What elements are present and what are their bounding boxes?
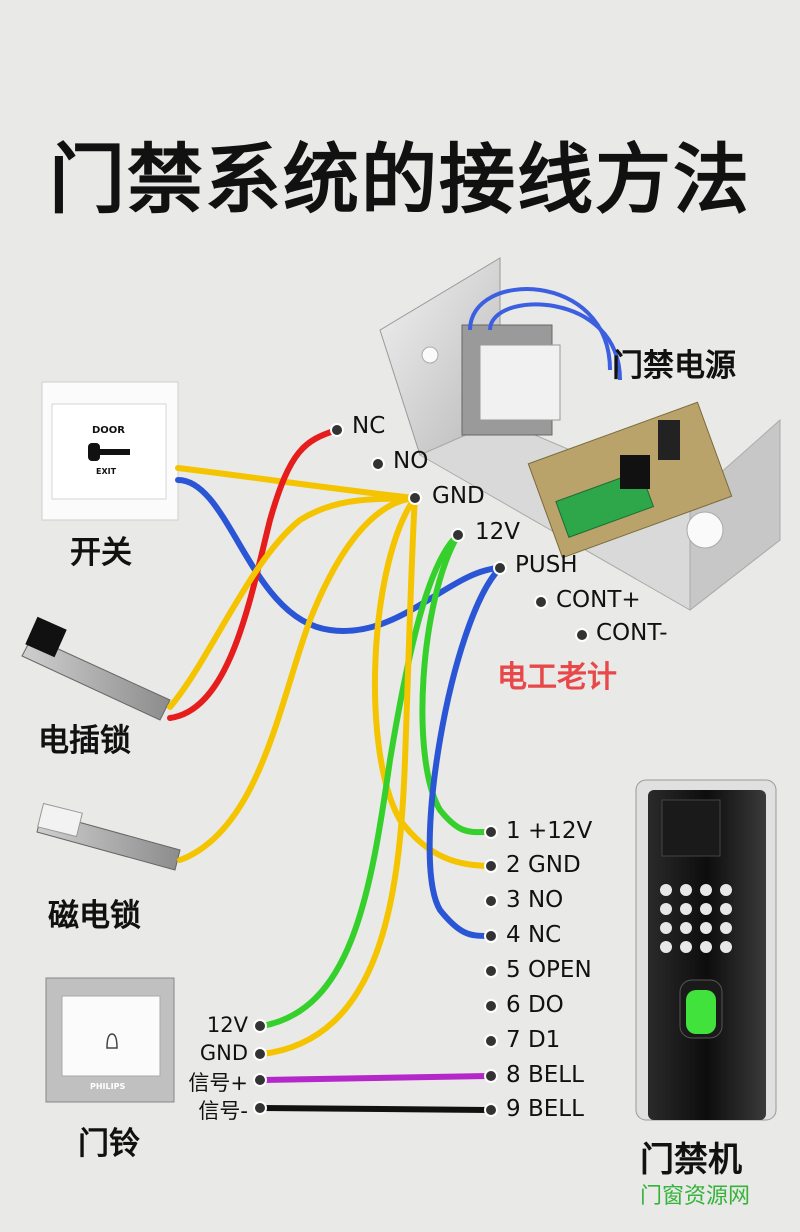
exit-switch-device xyxy=(41,381,179,521)
wire-push-pin4 xyxy=(426,565,503,939)
keypad-key xyxy=(720,903,732,915)
label-doorbell: 门铃 xyxy=(78,1126,140,1162)
dot-no xyxy=(371,457,385,471)
dot-pin4 xyxy=(484,929,498,943)
power-supply-device xyxy=(379,257,781,612)
term-no: NO xyxy=(393,448,429,474)
terminal-dots xyxy=(253,423,589,1117)
wire-bell-signal-plus xyxy=(259,1073,491,1083)
term-12v: 12V xyxy=(475,519,521,545)
dot-pin2 xyxy=(484,859,498,873)
bell-term-gnd: GND xyxy=(199,1041,248,1065)
label-magnetic-lock: 磁电锁 xyxy=(48,898,141,934)
dot-bell-sig-minus xyxy=(253,1101,267,1115)
switch-door-text: DOOR xyxy=(92,425,126,436)
keypad-key xyxy=(700,941,712,953)
pin-5: 5 OPEN xyxy=(506,957,592,983)
dot-pin5 xyxy=(484,964,498,978)
dot-gnd xyxy=(408,491,422,505)
dot-pin1 xyxy=(484,825,498,839)
label-access-controller: 门禁机 xyxy=(640,1140,742,1180)
bell-term-12v: 12V xyxy=(206,1013,248,1037)
label-electric-bolt: 电插锁 xyxy=(38,723,131,759)
pin-3: 3 NO xyxy=(506,887,564,913)
switch-exit-text: EXIT xyxy=(96,467,117,476)
wire-bolt-yellow xyxy=(167,495,418,710)
pin-9: 9 BELL xyxy=(506,1096,584,1122)
dot-pin7 xyxy=(484,1034,498,1048)
dot-bell-12v xyxy=(253,1019,267,1033)
dot-nc xyxy=(330,423,344,437)
wire-switch-blue xyxy=(175,477,503,634)
wire-bell-12v xyxy=(259,532,461,1029)
wire-switch-yellow xyxy=(175,465,418,501)
pin-2: 2 GND xyxy=(506,852,581,878)
doorbell-device xyxy=(45,977,175,1103)
term-gnd: GND xyxy=(432,483,485,509)
dot-pin8 xyxy=(484,1069,498,1083)
keypad-key xyxy=(680,884,692,896)
pin-6: 6 DO xyxy=(506,992,564,1018)
bell-term-signal-minus: 信号- xyxy=(198,1099,248,1123)
wire-maglock-yellow xyxy=(177,495,418,863)
keypad-key xyxy=(700,884,712,896)
magnetic-lock-device xyxy=(36,802,181,871)
pin-1: 1 +12V xyxy=(506,818,593,844)
label-power-supply: 门禁电源 xyxy=(612,348,736,384)
dot-pin3 xyxy=(484,894,498,908)
author-watermark: 电工老计 xyxy=(497,660,617,695)
keypad-key xyxy=(680,903,692,915)
dot-pin6 xyxy=(484,999,498,1013)
wire-bolt-red xyxy=(167,427,340,721)
wire-bell-gnd xyxy=(259,495,418,1057)
keypad-key xyxy=(720,941,732,953)
keypad-key xyxy=(700,922,712,934)
keypad-key xyxy=(680,941,692,953)
pin-7: 7 D1 xyxy=(506,1027,561,1053)
term-cont-plus: CONT+ xyxy=(556,587,641,613)
term-nc: NC xyxy=(352,413,386,439)
keypad-key xyxy=(660,884,672,896)
keypad-key xyxy=(700,903,712,915)
label-switch: 开关 xyxy=(70,535,132,571)
pin-4: 4 NC xyxy=(506,922,562,948)
dot-cont-plus xyxy=(534,595,548,609)
dot-cont-minus xyxy=(575,628,589,642)
electric-bolt-device xyxy=(21,616,171,721)
dot-bell-sig-plus xyxy=(253,1073,267,1087)
keypad-key xyxy=(680,922,692,934)
keypad-key xyxy=(660,941,672,953)
wire-12v-pin1 xyxy=(419,532,491,836)
dot-12v xyxy=(451,528,465,542)
wires xyxy=(167,427,503,1113)
keypad-key xyxy=(720,884,732,896)
keypad-key xyxy=(720,922,732,934)
term-cont-minus: CONT- xyxy=(596,620,668,646)
wire-bell-signal-minus xyxy=(259,1105,491,1113)
keypad-key xyxy=(660,922,672,934)
keypad-key xyxy=(660,903,672,915)
doorbell-brand-text: PHILIPS xyxy=(90,1082,126,1091)
access-controller-device xyxy=(635,779,777,1121)
pin-8: 8 BELL xyxy=(506,1062,584,1088)
dot-pin9 xyxy=(484,1103,498,1117)
page-title: 门禁系统的接线方法 xyxy=(49,135,751,224)
site-watermark: 门窗资源网 xyxy=(640,1184,751,1209)
dot-push xyxy=(493,561,507,575)
bell-term-signal-plus: 信号+ xyxy=(188,1071,248,1095)
term-push: PUSH xyxy=(515,552,578,578)
dot-bell-gnd xyxy=(253,1047,267,1061)
